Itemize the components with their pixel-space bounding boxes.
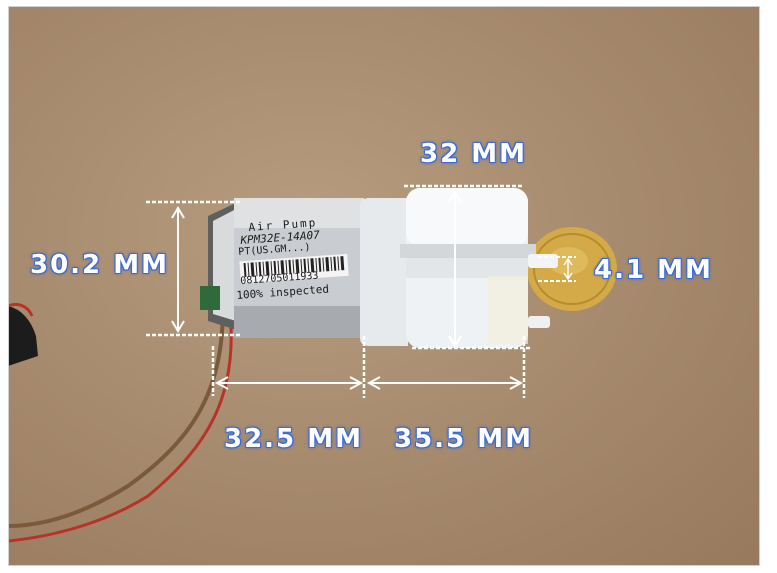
label-length-head: 35.5 MM xyxy=(394,424,533,454)
photo-frame: Air Pump KPM32E-14A07 PT(US.GM...) 08127… xyxy=(8,6,760,566)
label-width-head: 32 MM xyxy=(420,139,527,169)
product-photo xyxy=(8,184,617,543)
motor-end-cap xyxy=(200,201,240,331)
barcode xyxy=(239,253,349,284)
label-length-motor: 32.5 MM xyxy=(224,424,363,454)
wires xyxy=(8,302,233,543)
pump-head xyxy=(360,188,536,348)
dimension-lines xyxy=(146,184,576,398)
label-height-motor: 30.2 MM xyxy=(30,250,169,280)
label-nozzle: 4.1 MM xyxy=(594,255,713,285)
